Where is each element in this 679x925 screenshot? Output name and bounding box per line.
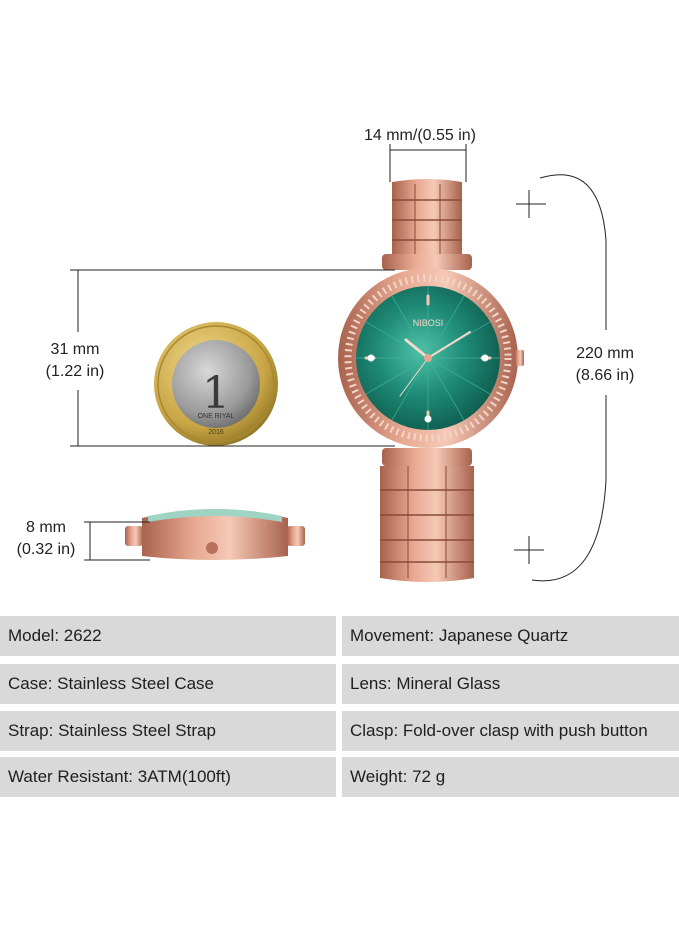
watch-side-view	[125, 509, 305, 560]
thickness-mm-label: 8 mm	[26, 519, 66, 536]
coin-value: 1	[202, 368, 230, 419]
spec-lens: LensMineral Glass	[342, 664, 679, 704]
spec-case: CaseStainless Steel Case	[0, 664, 336, 704]
diameter-in-label: (1.22 in)	[45, 363, 105, 380]
specifications-table: Model2622 MovementJapanese Quartz CaseSt…	[0, 612, 679, 812]
lug-width-label: 14 mm/(0.55 in)	[363, 127, 477, 144]
spec-clasp: ClaspFold-over clasp with push button	[342, 711, 679, 751]
watch-strap-top	[382, 179, 472, 270]
strap-length-mm-label: 220 mm	[576, 345, 634, 362]
watch-strap-bottom	[380, 448, 474, 582]
coin-size-reference: 1 ONE RIYAL 2016	[154, 322, 278, 446]
strap-length-in-label: (8.66 in)	[575, 367, 635, 384]
coin-text: ONE RIYAL	[198, 413, 235, 420]
diameter-mm-label: 31 mm	[50, 341, 100, 358]
spec-model: Model2622	[0, 616, 336, 656]
watch-face: NIBOSI	[338, 268, 524, 448]
spec-water-resistant: Water Resistant3ATM(100ft)	[0, 757, 336, 797]
dimension-lines	[70, 144, 607, 582]
spec-strap: StrapStainless Steel Strap	[0, 711, 336, 751]
watch-diagram: NIBOSI 1 ONE RIYAL 2016	[70, 144, 607, 582]
spec-weight: Weight72 g	[342, 757, 679, 797]
product-illustration: NIBOSI 1 ONE RIYAL 2016	[16, 127, 635, 582]
thickness-in-label: (0.32 in)	[16, 541, 76, 558]
spec-movement: MovementJapanese Quartz	[342, 616, 679, 656]
coin-year: 2016	[208, 429, 224, 436]
brand-logo: NIBOSI	[413, 318, 444, 328]
